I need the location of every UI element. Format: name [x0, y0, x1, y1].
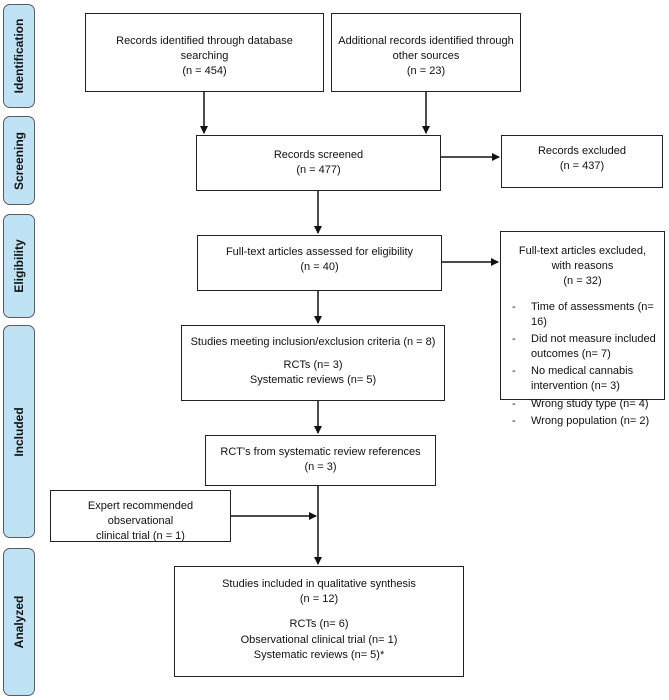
box-text: Studies meeting inclusion/exclusion crit… — [190, 336, 436, 348]
phase-identification: Identification — [3, 4, 35, 108]
box-count: (n = 32) — [563, 275, 602, 288]
exclusion-reason: Wrong population (n= 2) — [507, 414, 658, 429]
box-text: Records screened — [273, 149, 364, 161]
box-count: (n = 3) — [304, 461, 337, 474]
box-text: Systematic reviews (n= 5) — [249, 374, 377, 387]
meeting-criteria-box: Studies meeting inclusion/exclusion crit… — [181, 325, 445, 401]
box-text: clinical trial (n = 1) — [96, 530, 185, 543]
box-text: other sources — [392, 50, 460, 63]
box-count: (n = 23) — [406, 65, 446, 78]
box-text: with reasons — [551, 260, 614, 273]
phase-analyzed: Analyzed — [3, 548, 35, 696]
box-text: Expert recommended observational — [87, 500, 194, 528]
box-count: (n = 454) — [182, 65, 227, 78]
box-text: RCTs (n= 6) — [289, 618, 349, 631]
box-text: RCT's from systematic review references — [220, 446, 421, 458]
box-count: (n = 437) — [559, 160, 605, 173]
phase-eligibility: Eligibility — [3, 214, 35, 318]
exclusion-reason: Time of assessments (n= 16) — [507, 300, 658, 330]
phase-screening: Screening — [3, 116, 35, 205]
phase-included: Included — [3, 325, 35, 538]
box-text: Studies included in qualitative synthesi… — [222, 578, 416, 590]
qualitative-synthesis-box: Studies included in qualitative synthesi… — [174, 566, 464, 677]
records-excluded-box: Records excluded (n = 437) — [501, 135, 663, 188]
box-text: RCTs (n= 3) — [283, 359, 343, 372]
rct-references-box: RCT's from systematic review references … — [205, 435, 436, 486]
fulltext-excluded-box: Full-text articles excluded, with reason… — [500, 231, 665, 429]
exclusion-reasons-list: Time of assessments (n= 16) Did not meas… — [507, 300, 658, 430]
box-count: (n = 12) — [299, 593, 339, 606]
box-text: Observational clinical trial (n= 1) — [240, 633, 398, 646]
database-records-box: Records identified through database sear… — [85, 13, 324, 92]
box-text: Full-text articles excluded, — [518, 245, 647, 257]
box-text: Systematic reviews (n= 5)* — [253, 648, 385, 661]
box-count: (n = 477) — [296, 164, 341, 177]
exclusion-reason: Wrong study type (n= 4) — [507, 397, 658, 412]
box-text: Records identified through database — [116, 35, 293, 47]
records-screened-box: Records screened (n = 477) — [196, 135, 441, 191]
fulltext-assessed-box: Full-text articles assessed for eligibil… — [197, 235, 442, 291]
box-text: Additional records identified through — [338, 35, 514, 47]
box-count: (n = 40) — [300, 261, 339, 274]
other-records-box: Additional records identified through ot… — [331, 13, 521, 92]
exclusion-reason: No medical cannabis intervention (n= 3) — [507, 364, 658, 394]
box-text: Records excluded — [537, 145, 627, 157]
box-text: Full-text articles assessed for eligibil… — [225, 246, 414, 258]
exclusion-reason: Did not measure included outcomes (n= 7) — [507, 332, 658, 362]
box-text: searching — [180, 50, 229, 63]
expert-recommended-box: Expert recommended observational clinica… — [50, 490, 231, 542]
